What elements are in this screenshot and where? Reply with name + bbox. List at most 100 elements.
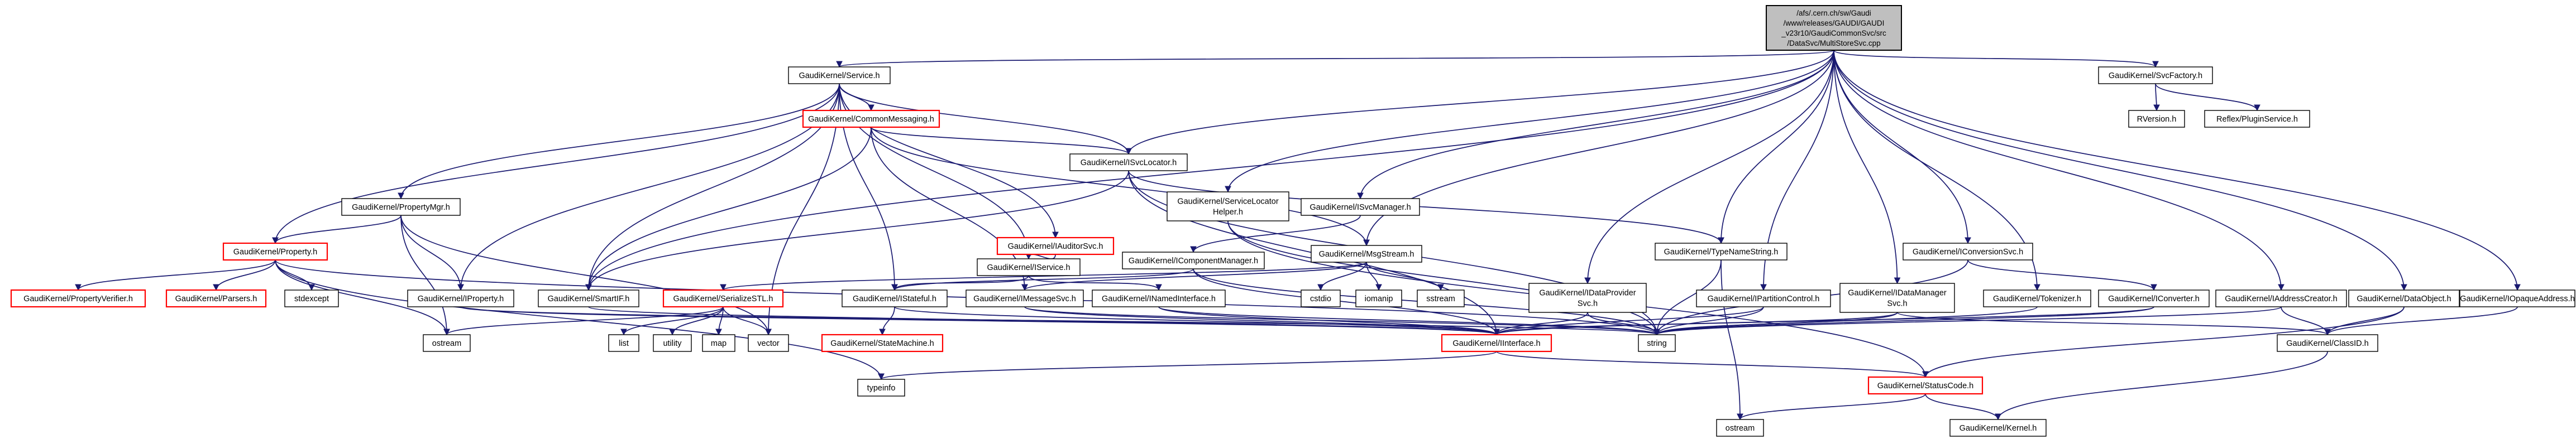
graph-node-parsers[interactable]: GaudiKernel/Parsers.h: [165, 289, 267, 308]
graph-node-serializestl[interactable]: GaudiKernel/SerializeSTL.h: [662, 289, 784, 308]
node-label: GaudiKernel/IConversionSvc.h: [1913, 248, 2023, 257]
node-box: [1355, 290, 1402, 307]
node-label: map: [711, 339, 727, 348]
graph-node-ipartitioncontrol[interactable]: GaudiKernel/IPartitionControl.h: [1696, 290, 1831, 307]
graph-node-service[interactable]: GaudiKernel/Service.h: [788, 66, 891, 84]
graph-node-icomponentmgr[interactable]: GaudiKernel/IComponentManager.h: [1122, 252, 1265, 269]
include-edge-service-to-property: [272, 83, 840, 244]
include-edge-root-to-isvclocator: [1125, 50, 1834, 155]
node-label: GaudiKernel/IAddressCreator.h: [2225, 295, 2338, 303]
graph-node-iomanip[interactable]: iomanip: [1355, 290, 1402, 307]
node-box: [653, 334, 692, 352]
nodes-layer: /afs/.cern.ch/sw/Gaudi/www/releases/GAUD…: [10, 5, 2575, 437]
node-box: [1696, 290, 1831, 307]
include-edge-iinterface-to-statuscode: [1496, 351, 1929, 378]
graph-node-typeinfo[interactable]: typeinfo: [857, 379, 905, 397]
node-label: GaudiKernel/IInterface.h: [1452, 339, 1540, 348]
graph-node-iaddresscreator[interactable]: GaudiKernel/IAddressCreator.h: [2215, 290, 2347, 307]
node-label: GaudiKernel/PropertyVerifier.h: [23, 295, 133, 303]
node-box: [1839, 283, 1955, 313]
graph-node-iconverter[interactable]: GaudiKernel/IConverter.h: [2098, 290, 2210, 307]
include-edge-property-to-propertyverifier: [75, 259, 276, 291]
graph-node-inamedinterface[interactable]: GaudiKernel/INamedInterface.h: [1092, 290, 1226, 307]
graph-node-dataobject[interactable]: GaudiKernel/DataObject.h: [2348, 290, 2460, 307]
graph-node-statemachine[interactable]: GaudiKernel/StateMachine.h: [821, 334, 944, 353]
graph-node-iinterface[interactable]: GaudiKernel/IInterface.h: [1441, 334, 1552, 353]
graph-node-istateful[interactable]: GaudiKernel/IStateful.h: [842, 290, 948, 307]
include-edge-serializestl-to-vector: [723, 306, 772, 336]
graph-node-ostream_l[interactable]: ostream: [423, 334, 471, 352]
include-edge-root-to-dataobject: [1833, 50, 2407, 291]
include-edge-propertymgr-to-iproperty: [400, 215, 464, 291]
graph-node-msgstream[interactable]: GaudiKernel/MsgStream.h: [1311, 245, 1422, 263]
include-edge-isvcmanager-to-icomponentmgr: [1190, 215, 1361, 253]
node-label: GaudiKernel/ClassID.h: [2286, 339, 2369, 348]
graph-node-root[interactable]: /afs/.cern.ch/sw/Gaudi/www/releases/GAUD…: [1766, 5, 1902, 51]
graph-node-propertymgr[interactable]: GaudiKernel/PropertyMgr.h: [341, 198, 461, 216]
graph-node-isvcmanager[interactable]: GaudiKernel/ISvcManager.h: [1301, 198, 1420, 216]
graph-node-tokenizer[interactable]: GaudiKernel/Tokenizer.h: [1983, 290, 2091, 307]
graph-node-kernel[interactable]: GaudiKernel/Kernel.h: [1949, 419, 2047, 437]
node-label: GaudiKernel/SerializeSTL.h: [673, 295, 773, 303]
graph-node-iauditorsvc[interactable]: GaudiKernel/IAuditorSvc.h: [996, 237, 1115, 255]
graph-node-commonmessaging[interactable]: GaudiKernel/CommonMessaging.h: [802, 109, 940, 128]
node-box: [1766, 5, 1902, 51]
node-label: GaudiKernel/StateMachine.h: [830, 339, 934, 348]
include-edge-isvclocator-to-typenamestring: [1128, 170, 1724, 244]
graph-node-iproperty[interactable]: GaudiKernel/IProperty.h: [407, 290, 514, 307]
node-label: list: [619, 339, 629, 348]
graph-node-vector[interactable]: vector: [748, 334, 789, 352]
include-edge-imessagesvc-to-iinterface: [1024, 306, 1500, 336]
include-edge-root-to-svcfactory: [1833, 50, 2159, 68]
include-edge-commonmessaging-to-isvclocator: [871, 127, 1132, 155]
graph-node-iopaque[interactable]: GaudiKernel/IOpaqueAddress.h: [2459, 290, 2575, 307]
graph-node-cstdio[interactable]: cstdio: [1301, 290, 1341, 307]
node-box: [423, 334, 471, 352]
graph-node-utility[interactable]: utility: [653, 334, 692, 352]
graph-node-smartif[interactable]: GaudiKernel/SmartIF.h: [538, 290, 639, 307]
node-box: [608, 334, 639, 352]
graph-node-sstream[interactable]: sstream: [1417, 290, 1465, 307]
node-label: typeinfo: [867, 384, 896, 393]
include-edge-istateful-to-statemachine: [879, 306, 895, 336]
graph-node-svcfactory[interactable]: GaudiKernel/SvcFactory.h: [2098, 66, 2213, 84]
graph-node-statuscode[interactable]: GaudiKernel/StatusCode.h: [1867, 376, 1984, 395]
graph-node-imessagesvc[interactable]: GaudiKernel/IMessageSvc.h: [966, 290, 1084, 307]
include-edge-iconversionsvc-to-iconverter: [1967, 259, 2157, 291]
edges-layer: [75, 50, 2521, 421]
include-edge-ipartitioncontrol-to-string: [1653, 306, 1764, 336]
include-edge-service-to-iauditorsvc: [839, 83, 1059, 239]
include-edge-commonmessaging-to-msgstream: [871, 127, 1370, 247]
graph-node-property[interactable]: GaudiKernel/Property.h: [222, 242, 328, 261]
graph-node-classid[interactable]: GaudiKernel/ClassID.h: [2277, 334, 2378, 352]
graph-node-string[interactable]: string: [1638, 334, 1676, 352]
graph-node-stdexcept[interactable]: stdexcept: [284, 290, 339, 307]
node-label: cstdio: [1310, 295, 1331, 303]
include-edge-dataobject-to-classid: [2324, 306, 2405, 336]
node-label: GaudiKernel/IStateful.h: [853, 295, 936, 303]
include-edge-iservice-to-inamedinterface: [1028, 275, 1162, 291]
node-box: [2128, 110, 2185, 128]
include-edge-service-to-propertymgr: [398, 83, 840, 200]
node-box: [2277, 334, 2378, 352]
graph-node-rversion[interactable]: RVersion.h: [2128, 110, 2185, 128]
include-edge-commonmessaging-to-smartif: [585, 127, 872, 291]
node-box: [966, 290, 1084, 307]
node-box: [1867, 376, 1984, 395]
graph-node-list[interactable]: list: [608, 334, 639, 352]
graph-node-typenamestring[interactable]: GaudiKernel/TypeNameString.h: [1655, 243, 1788, 260]
node-label: GaudiKernel/IService.h: [987, 263, 1070, 272]
graph-node-ostream_b[interactable]: ostream: [1716, 419, 1764, 437]
graph-node-map[interactable]: map: [702, 334, 735, 352]
include-edge-root-to-idatamanagersvc: [1833, 50, 1901, 284]
graph-node-iservice[interactable]: GaudiKernel/IService.h: [977, 258, 1081, 276]
graph-node-isvclocator[interactable]: GaudiKernel/ISvcLocator.h: [1069, 153, 1188, 171]
graph-node-propertyverifier[interactable]: GaudiKernel/PropertyVerifier.h: [10, 289, 146, 308]
include-edge-inamedinterface-to-string: [1158, 306, 1660, 336]
graph-node-iconversionsvc[interactable]: GaudiKernel/IConversionSvc.h: [1903, 243, 2033, 260]
include-edge-iauditorsvc-to-iservice: [1025, 253, 1056, 260]
graph-node-reflexplugin[interactable]: Reflex/PluginService.h: [2204, 110, 2310, 128]
